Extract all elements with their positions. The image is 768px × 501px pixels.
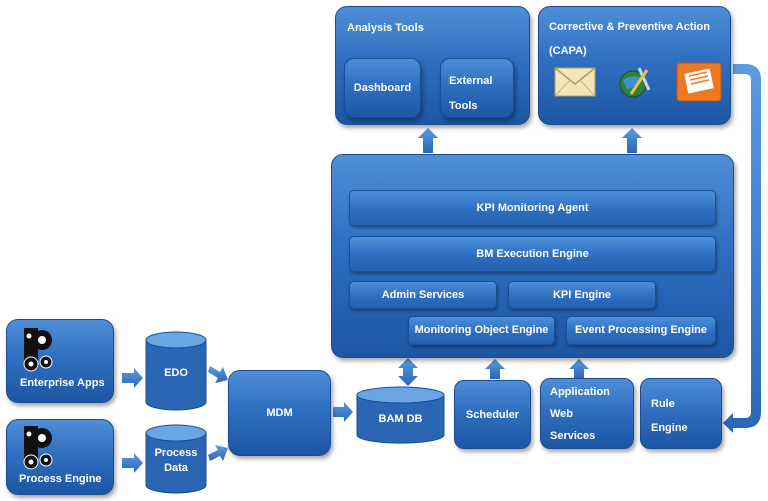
analysis-tools-title: Analysis Tools: [347, 22, 424, 34]
bam-db-cylinder-shape: [356, 386, 445, 444]
rule-engine-box[interactable]: Rule Engine: [640, 378, 722, 449]
bm-execution-engine[interactable]: BM Execution Engine: [349, 236, 716, 272]
kpi-engine[interactable]: KPI Engine: [508, 281, 656, 309]
monitoring-object-engine[interactable]: Monitoring Object Engine: [408, 316, 555, 345]
capa-panel: Corrective & Preventive Action (CAPA): [538, 6, 731, 125]
process-engine-box[interactable]: Process Engine: [6, 419, 114, 495]
dashboard-label: Dashboard: [353, 82, 412, 94]
enterprise-apps-label: Enterprise Apps: [20, 377, 105, 389]
globe-tools-icon: [619, 67, 651, 98]
event-processing-engine[interactable]: Event Processing Engine: [566, 316, 716, 345]
edo-database[interactable]: EDO: [145, 331, 207, 411]
process-data-cylinder-shape: [145, 424, 207, 494]
arrow-services-up: [569, 359, 589, 379]
external-tools-box[interactable]: External Tools: [440, 58, 514, 118]
edo-label: EDO: [164, 367, 188, 379]
arrow-bamdb-platform: [398, 358, 418, 386]
kpi-monitoring-agent[interactable]: KPI Monitoring Agent: [349, 190, 716, 226]
arrow-mdm-to-bamdb: [333, 402, 353, 422]
process-engine-label: Process Engine: [19, 473, 102, 485]
scheduler-box[interactable]: Scheduler: [454, 380, 531, 449]
application-web-services-label: Application Web Services: [550, 386, 610, 442]
arrow-capa-to-rule: [723, 64, 761, 433]
admin-services[interactable]: Admin Services: [349, 281, 497, 309]
external-tools-label: External Tools: [449, 75, 493, 112]
analysis-tools-panel: Analysis Tools Dashboard External Tools: [335, 6, 530, 125]
mdm-label: MDM: [266, 407, 293, 419]
enterprise-apps-box[interactable]: Enterprise Apps: [6, 319, 114, 403]
bam-platform: KPI Monitoring Agent BM Execution Engine…: [331, 154, 734, 358]
arrow-data-to-mdm: [208, 445, 228, 461]
arrow-to-capa: [622, 128, 642, 153]
envelope-icon: [554, 67, 596, 97]
arrow-to-analysis: [418, 128, 438, 153]
rule-engine-label: Rule Engine: [651, 398, 688, 434]
arrow-scheduler-up: [485, 359, 505, 379]
mdm-box[interactable]: MDM: [228, 370, 331, 456]
gears-logo-icon: [23, 328, 53, 372]
arrow-process-engine-to-data: [122, 453, 143, 473]
process-data-label: Process Data: [154, 447, 198, 474]
gears-logo-icon: [23, 426, 53, 470]
bam-db-database[interactable]: BAM DB: [356, 386, 445, 444]
scheduler-label: Scheduler: [465, 408, 520, 421]
bam-db-label: BAM DB: [378, 413, 423, 425]
capa-title: Corrective & Preventive Action (CAPA): [549, 21, 710, 57]
dashboard-box[interactable]: Dashboard: [344, 58, 421, 118]
edo-cylinder-shape: [145, 331, 207, 411]
process-data-database[interactable]: Process Data: [145, 424, 207, 494]
arrow-enterprise-to-edo: [122, 368, 143, 388]
printer-document-icon: [676, 62, 722, 102]
arrow-edo-to-mdm: [208, 366, 228, 383]
application-web-services-box[interactable]: Application Web Services: [540, 378, 634, 449]
